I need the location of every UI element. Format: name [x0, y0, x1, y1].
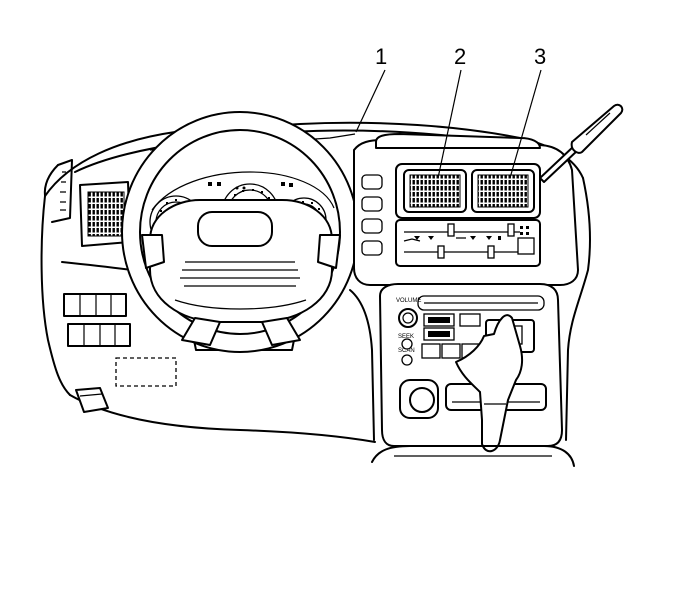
volume-knob: [398, 308, 418, 328]
left-lower-cubby: [75, 387, 109, 413]
scan-label: SCAN: [398, 348, 415, 354]
switch-4: [361, 240, 383, 256]
left-switch-bank: [63, 293, 131, 347]
switch-1: [361, 174, 383, 190]
lower-console: [371, 445, 575, 467]
callout-leaders: [355, 69, 542, 179]
switch-2: [361, 196, 383, 212]
callout-1: 1: [375, 44, 387, 69]
gear-shifter: [455, 314, 524, 453]
lighter-knob: [409, 387, 435, 413]
callout-3: 3: [534, 44, 546, 69]
center-stack: [353, 133, 579, 286]
hidden-module-outline: [115, 357, 177, 387]
center-left-air-vent: [403, 169, 467, 213]
steering-wheel: [121, 111, 359, 353]
volume-knob-label: VOLUME: [396, 298, 421, 304]
airbag-horn-pad: [197, 211, 273, 247]
climate-control-panel: [395, 219, 541, 267]
center-right-air-vent: [471, 169, 535, 213]
rear-defog-button: [517, 237, 535, 255]
callout-2: 2: [454, 44, 466, 69]
trim-tool: [539, 103, 624, 183]
seek-label: SEEK: [398, 334, 414, 340]
switch-3: [361, 218, 383, 234]
